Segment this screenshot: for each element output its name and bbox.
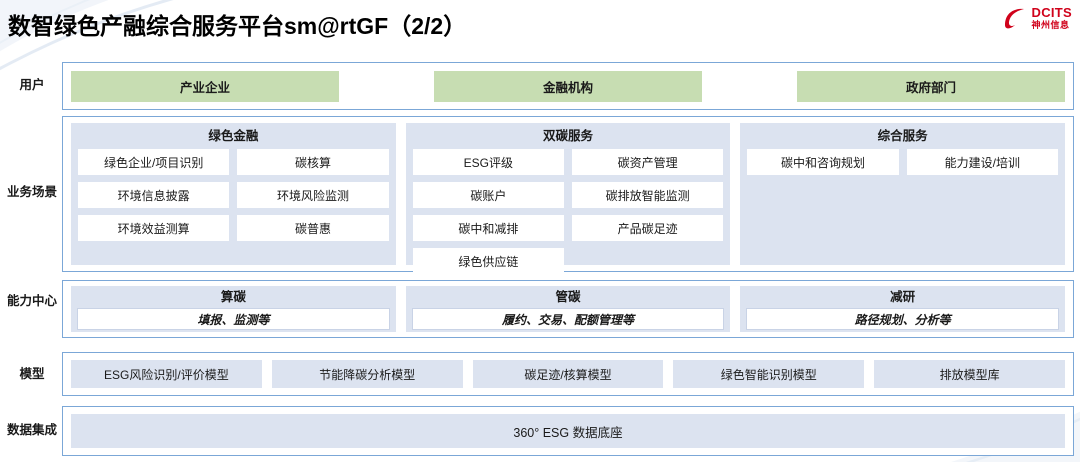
model-chip[interactable]: 碳足迹/核算模型	[472, 360, 664, 388]
business-cell[interactable]: 产品碳足迹	[572, 215, 724, 241]
logo-wordmark: DCITS 神州信息	[1032, 6, 1073, 30]
business-cell[interactable]: 绿色供应链	[412, 248, 564, 274]
row-label-user: 用户	[19, 78, 45, 92]
capability-group-title: 算碳	[220, 290, 246, 304]
business-cell[interactable]: 能力建设/培训	[906, 149, 1058, 175]
business-group-dual-carbon: 双碳服务 ESG评级 碳资产管理 碳账户 碳排放智能监测 碳中和减排 产品碳足迹…	[405, 123, 731, 274]
business-group-title: 绿色金融	[208, 129, 259, 143]
business-cell[interactable]: 碳中和咨询规划	[747, 149, 899, 175]
business-cell[interactable]: 环境风险监测	[237, 182, 389, 208]
logo-cn-text: 神州信息	[1031, 20, 1070, 30]
row-label-business: 业务场景	[6, 185, 57, 199]
data-foundation-band[interactable]: 360° ESG 数据底座	[71, 414, 1065, 448]
user-chip-industry[interactable]: 产业企业	[71, 70, 339, 102]
slide-header: 数智绿色产融综合服务平台sm@rtGF（2/2） DCITS 神州信息	[0, 0, 1080, 48]
logo-en-text: DCITS	[1031, 5, 1072, 20]
model-chip[interactable]: ESG风险识别/评价模型	[71, 360, 262, 388]
business-cell-list: 绿色企业/项目识别 碳核算 环境信息披露 环境风险监测 环境效益测算 碳普惠	[78, 149, 389, 241]
model-chip[interactable]: 排放模型库	[874, 360, 1065, 388]
row-panel-data: 360° ESG 数据底座	[62, 406, 1074, 456]
business-cell[interactable]: 绿色企业/项目识别	[78, 149, 230, 175]
capability-group-reduce-research[interactable]: 减研 路径规划、分析等	[740, 286, 1066, 332]
business-group-comprehensive: 综合服务 碳中和咨询规划 能力建设/培训	[740, 123, 1066, 265]
business-group-green-finance: 绿色金融 绿色企业/项目识别 碳核算 环境信息披露 环境风险监测 环境效益测算 …	[71, 123, 396, 265]
user-chip-finance[interactable]: 金融机构	[434, 70, 702, 102]
model-chip[interactable]: 绿色智能识别模型	[673, 360, 865, 388]
dcits-mark-icon	[1002, 6, 1028, 30]
business-cell[interactable]: 碳核算	[237, 149, 389, 175]
capability-group-title: 减研	[890, 290, 916, 304]
capability-group-subtitle: 填报、监测等	[77, 308, 390, 330]
capability-group-calc-carbon[interactable]: 算碳 填报、监测等	[71, 286, 396, 332]
capability-group-title: 管碳	[555, 290, 581, 304]
row-label-data: 数据集成	[6, 423, 57, 437]
model-chip[interactable]: 节能降碳分析模型	[271, 360, 463, 388]
business-cell[interactable]: 环境信息披露	[78, 182, 230, 208]
business-group-title: 双碳服务	[543, 129, 594, 143]
user-chip-government[interactable]: 政府部门	[797, 70, 1065, 102]
business-cell[interactable]: 碳普惠	[237, 215, 389, 241]
row-panel-model: ESG风险识别/评价模型 节能降碳分析模型 碳足迹/核算模型 绿色智能识别模型 …	[62, 352, 1074, 396]
capability-group-manage-carbon[interactable]: 管碳 履约、交易、配额管理等	[405, 286, 731, 332]
business-cell-list: ESG评级 碳资产管理 碳账户 碳排放智能监测 碳中和减排 产品碳足迹 绿色供应…	[412, 149, 724, 274]
page-title: 数智绿色产融综合服务平台sm@rtGF（2/2）	[8, 13, 467, 39]
row-panel-user: 产业企业 金融机构 政府部门	[62, 62, 1074, 110]
business-cell[interactable]: 碳中和减排	[412, 215, 564, 241]
business-cell-list: 碳中和咨询规划 能力建设/培训	[747, 149, 1058, 175]
capability-group-subtitle: 履约、交易、配额管理等	[411, 308, 725, 330]
row-label-capability: 能力中心	[6, 294, 57, 308]
business-cell[interactable]: 碳资产管理	[572, 149, 724, 175]
brand-logo: DCITS 神州信息	[1002, 6, 1073, 30]
row-panel-business: 绿色金融 绿色企业/项目识别 碳核算 环境信息披露 环境风险监测 环境效益测算 …	[62, 116, 1074, 274]
business-cell[interactable]: 碳排放智能监测	[572, 182, 724, 208]
business-cell[interactable]: ESG评级	[412, 149, 564, 175]
capability-group-subtitle: 路径规划、分析等	[746, 308, 1060, 330]
business-group-title: 综合服务	[877, 129, 928, 143]
business-cell[interactable]: 环境效益测算	[78, 215, 230, 241]
row-label-model: 模型	[19, 367, 45, 381]
business-cell[interactable]: 碳账户	[412, 182, 564, 208]
row-panel-capability: 算碳 填报、监测等 管碳 履约、交易、配额管理等 减研 路径规划、分析等	[62, 280, 1074, 338]
